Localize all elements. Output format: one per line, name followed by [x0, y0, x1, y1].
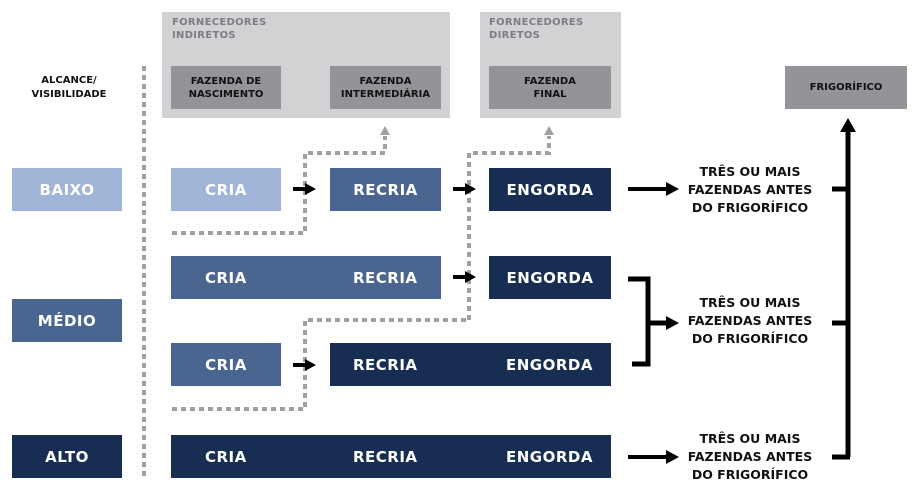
stage-recria-engorda-medium: RECRIA ENGORDA: [330, 343, 611, 386]
direct-suppliers-title: FORNECEDORES DIRETOS: [489, 17, 584, 41]
level-low: BAIXO: [12, 168, 122, 211]
level-high: ALTO: [12, 435, 122, 478]
arrow-head-icon: [465, 271, 476, 283]
stage-cria-recria-medium: CRIA RECRIA: [171, 256, 441, 299]
arrow-up-slaughterhouse-icon: [840, 118, 856, 132]
stage-recria-low: RECRIA: [330, 168, 441, 211]
intermediate-farm-box: FAZENDA INTERMEDIÁRIA: [330, 66, 441, 109]
stage-engorda-low: ENGORDA: [489, 168, 611, 211]
result-medium: TRÊS OU MAIS FAZENDAS ANTES DO FRIGORÍFI…: [687, 295, 813, 346]
arrow-head-icon: [666, 182, 679, 196]
arrow-head-icon: [305, 359, 316, 371]
arrow-head-icon: [465, 183, 476, 195]
result-high: TRÊS OU MAIS FAZENDAS ANTES DO FRIGORÍFI…: [687, 431, 813, 482]
arrow-up-final-icon: [544, 126, 554, 135]
level-medium: MÉDIO: [12, 299, 122, 342]
slaughterhouse-box: FRIGORÍFICO: [785, 66, 907, 109]
stage-engorda-medium-a: ENGORDA: [489, 256, 611, 299]
dotted-path-low-2: [467, 136, 551, 320]
result-low: TRÊS OU MAIS FAZENDAS ANTES DO FRIGORÍFI…: [687, 164, 813, 215]
arrow-head-icon: [305, 183, 316, 195]
final-farm-box: FAZENDA FINAL: [489, 66, 611, 109]
dotted-path-medium: [172, 318, 469, 411]
stage-cria-low: CRIA: [171, 168, 281, 211]
bracket-medium: [628, 276, 651, 367]
arrow-head-icon: [666, 316, 679, 330]
arrow-head-icon: [666, 450, 679, 464]
stage-cria-recria-engorda-high: CRIA RECRIA ENGORDA: [171, 435, 611, 478]
arrow-up-intermediate-icon: [380, 126, 390, 135]
reach-visibility-label: ALCANCE/ VISIBILIDADE: [31, 75, 107, 100]
stage-cria-medium: CRIA: [171, 343, 281, 386]
birth-farm-box: FAZENDA DE NASCIMENTO: [171, 66, 281, 109]
dotted-path-low-1: [172, 136, 387, 235]
indirect-suppliers-title: FORNECEDORES INDIRETOS: [172, 17, 267, 41]
